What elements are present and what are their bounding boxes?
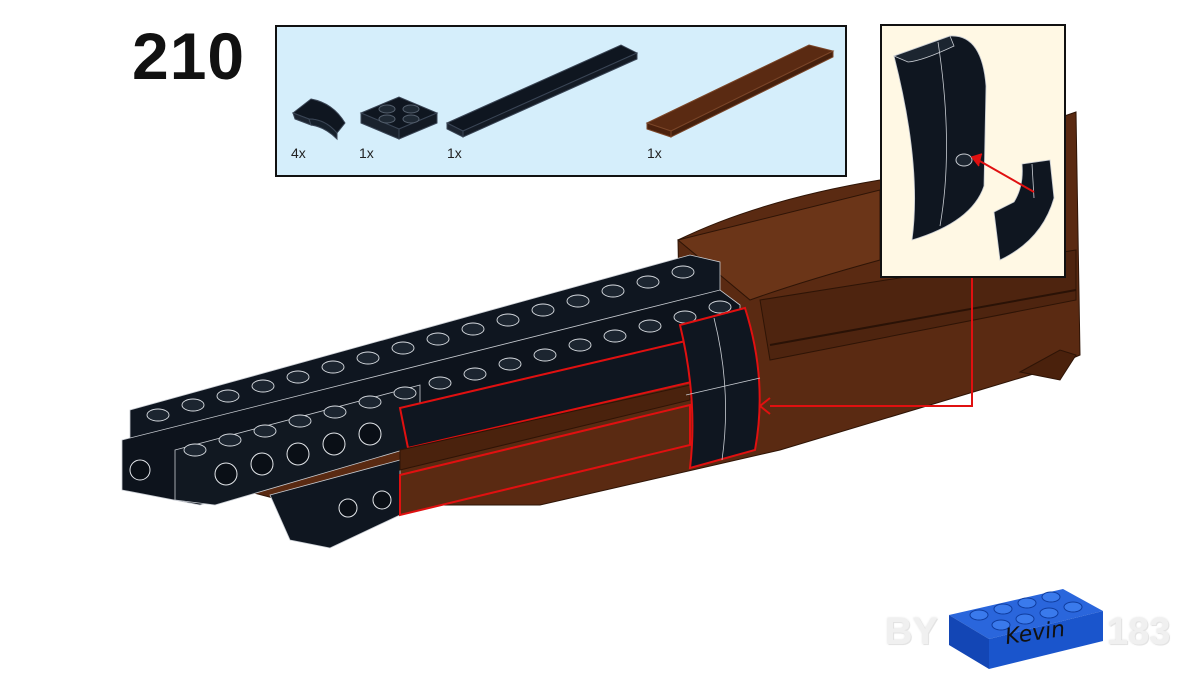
sub-assembly-illustration (892, 35, 1055, 261)
plate-2x2-qty: 1x (359, 145, 374, 161)
long-tile-brown-qty: 1x (647, 145, 662, 161)
new-curved-slopes-highlight (678, 306, 761, 470)
plate-2x2-part-icon (359, 96, 439, 140)
step-number: 210 (132, 19, 246, 93)
new-black-tile-highlight (398, 338, 702, 450)
credit-prefix: BY (885, 611, 938, 653)
long-tile-black-part-icon (445, 44, 639, 138)
black-plate-rows (121, 254, 741, 549)
parts-list-panel: 4x 1x 1x 1x (275, 25, 847, 177)
lego-brick-logo (949, 589, 1103, 669)
long-tile-brown-part-icon (645, 44, 835, 138)
technic-holes (129, 422, 392, 518)
author-credit: BY Kevin 183 (885, 585, 1185, 670)
studs-second-row (183, 300, 732, 457)
new-brown-tile-highlight (399, 384, 691, 517)
long-tile-black-qty: 1x (447, 145, 462, 161)
callout-arrow-head (758, 397, 771, 415)
callout-connector-line (770, 278, 973, 407)
studs-top-row (146, 265, 695, 422)
sub-assembly-callout (880, 24, 1066, 278)
credit-suffix: 183 (1107, 611, 1171, 653)
curved-slope-qty: 4x (291, 145, 306, 161)
curved-slope-part-icon (291, 98, 346, 141)
